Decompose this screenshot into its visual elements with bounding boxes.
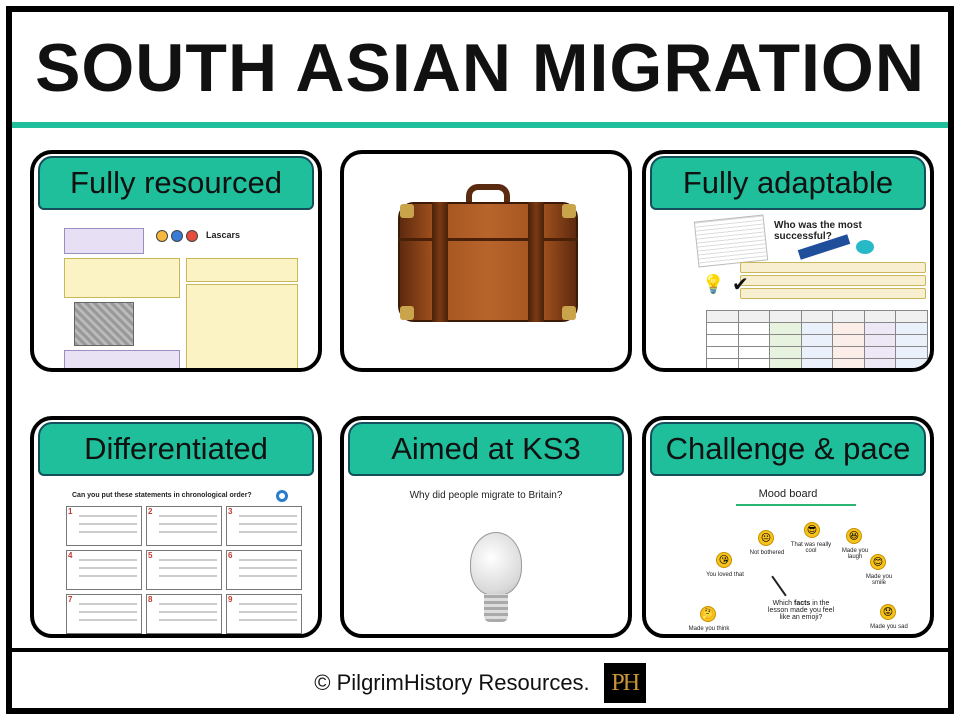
suitcase-seam — [398, 238, 578, 241]
mood-caption: Made you laugh — [841, 548, 869, 560]
bubble-icon — [856, 240, 874, 254]
statement-card: 7 — [66, 594, 142, 634]
statement-card: 2 — [146, 506, 222, 546]
statement-card: 4 — [66, 550, 142, 590]
statement-card: 6 — [226, 550, 302, 590]
logo-text: PH — [611, 669, 640, 696]
mood-board-title: Mood board — [758, 488, 818, 500]
suitcase-handle — [466, 184, 510, 206]
text-block — [64, 258, 180, 298]
badge-icon — [156, 230, 168, 242]
slide-frame: SOUTH ASIAN MIGRATION Fully resourced La… — [6, 6, 954, 714]
card-fully-adaptable: Fully adaptable Who was the most success… — [642, 150, 934, 372]
worksheet-preview: Lascars — [44, 216, 308, 368]
text-block — [186, 284, 298, 368]
statement-grid: 1 2 3 4 5 6 7 8 9 — [66, 506, 302, 634]
mood-board-preview: Mood board 😐 Not bothered 😎 That was rea… — [656, 482, 920, 632]
title-divider — [12, 122, 948, 128]
badge-group — [156, 230, 198, 242]
task-list — [740, 262, 926, 301]
slide-question: Why did people migrate to Britain? — [409, 490, 563, 501]
suitcase-body — [398, 202, 578, 322]
target-icon — [276, 490, 288, 502]
title-bar: SOUTH ASIAN MIGRATION — [12, 12, 948, 124]
card-aimed-at-ks3: Aimed at KS3 Why did people migrate to B… — [340, 416, 632, 638]
worksheet-question: Who was the most successful? — [774, 220, 862, 242]
footer: © PilgrimHistory Resources. PH — [12, 648, 948, 714]
suitcase-corner — [400, 204, 414, 218]
suitcase-strap — [432, 202, 448, 322]
card-label: Differentiated — [38, 422, 314, 476]
mood-board-prompt: Which facts in the lesson made you feel … — [767, 600, 835, 621]
text-block — [186, 258, 298, 282]
thinking-emoji-icon: 🤔 — [700, 606, 716, 622]
smiling-emoji-icon: 😊 — [870, 554, 886, 570]
document-thumbnail — [693, 214, 769, 268]
mood-caption: Made you think — [688, 626, 730, 632]
suitcase-corner — [562, 306, 576, 320]
suitcase-corner — [400, 306, 414, 320]
suitcase-strap — [528, 202, 544, 322]
pointer-line — [771, 575, 787, 597]
page-title: SOUTH ASIAN MIGRATION — [35, 30, 925, 106]
text-block — [64, 350, 180, 368]
task-item — [740, 262, 926, 273]
worksheet-title: Lascars — [206, 230, 241, 240]
neutral-emoji-icon: 😐 — [758, 530, 774, 546]
pilgrim-history-logo: PH — [603, 663, 646, 703]
worksheet-preview: Can you put these statements in chronolo… — [44, 482, 308, 634]
statement-card: 8 — [146, 594, 222, 634]
suitcase-corner — [562, 204, 576, 218]
card-fully-resourced: Fully resourced Lascars — [30, 150, 322, 372]
statement-card: 3 — [226, 506, 302, 546]
card-suitcase — [340, 150, 632, 372]
worksheet-preview: Who was the most successful? 💡 ✔ — [656, 214, 928, 368]
statement-card: 5 — [146, 550, 222, 590]
photo-thumbnail — [74, 302, 134, 346]
laughing-emoji-icon: 😆 — [846, 528, 862, 544]
mood-board-underline — [736, 504, 856, 506]
suitcase-icon — [398, 184, 578, 324]
mood-caption: That was really cool — [790, 542, 832, 554]
task-item — [740, 288, 926, 299]
statement-card: 1 — [66, 506, 142, 546]
checkmark-icon: ✔ — [732, 274, 749, 296]
badge-icon — [186, 230, 198, 242]
card-label: Aimed at KS3 — [348, 422, 624, 476]
lightbulb-icon — [470, 532, 522, 596]
sad-emoji-icon: 😟 — [880, 604, 896, 620]
card-challenge-and-pace: Challenge & pace Mood board 😐 Not bother… — [642, 416, 934, 638]
worksheet-question: Can you put these statements in chronolo… — [72, 492, 252, 499]
mood-caption: You loved that — [706, 572, 744, 578]
mood-caption: Made you smile — [865, 574, 893, 586]
card-label: Fully resourced — [38, 156, 314, 210]
cool-emoji-icon: 😎 — [804, 522, 820, 538]
statement-card: 9 — [226, 594, 302, 634]
card-label: Fully adaptable — [650, 156, 926, 210]
mood-caption: Made you sad — [870, 624, 908, 630]
task-item — [740, 275, 926, 286]
card-label: Challenge & pace — [650, 422, 926, 476]
question-box — [64, 228, 144, 254]
lightbulb-base — [484, 594, 508, 622]
badge-icon — [171, 230, 183, 242]
success-table — [706, 310, 928, 368]
copyright-text: © PilgrimHistory Resources. — [314, 670, 590, 695]
card-differentiated: Differentiated Can you put these stateme… — [30, 416, 322, 638]
mood-caption: Not bothered — [749, 550, 785, 556]
heart-eyes-emoji-icon: 😘 — [716, 552, 732, 568]
slide-preview: Why did people migrate to Britain? — [354, 482, 618, 626]
lightbulb-icon: 💡 — [702, 274, 725, 294]
